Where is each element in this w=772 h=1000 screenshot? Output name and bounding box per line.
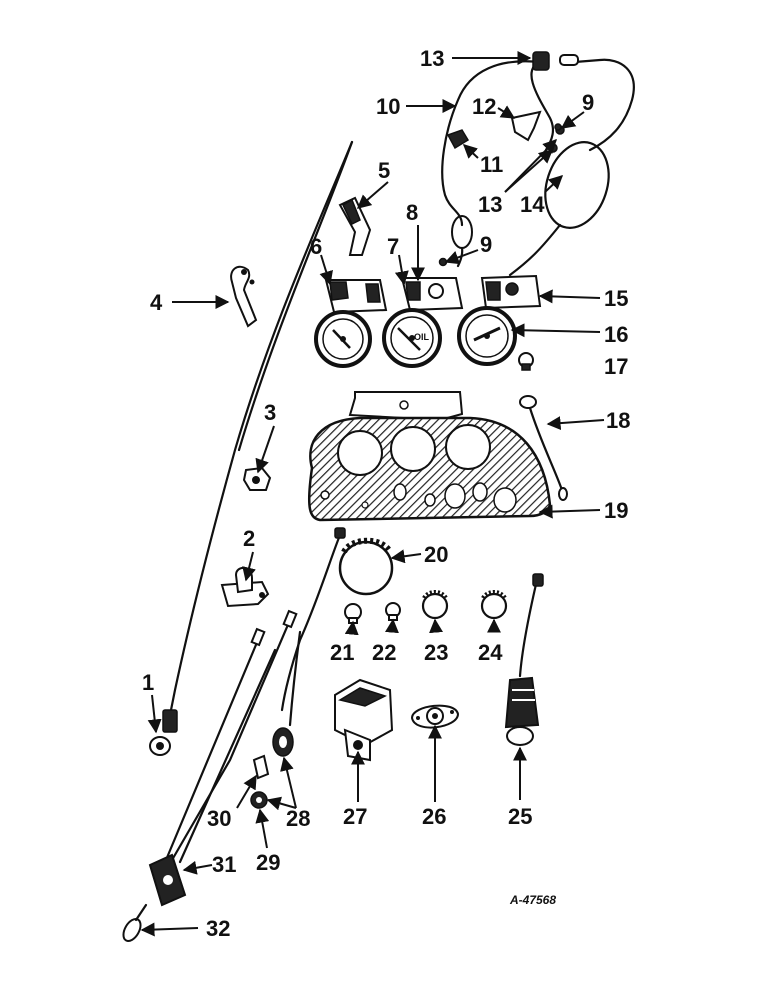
bulb-24	[421, 590, 449, 620]
drawing-reference: A-47568	[509, 893, 556, 907]
part-27	[410, 704, 460, 729]
callout-28: 27	[343, 804, 367, 829]
callout-21: 20	[424, 542, 448, 567]
leader-lines	[140, 51, 605, 937]
part-33	[122, 903, 148, 942]
gauge-temp	[457, 306, 517, 366]
callout-31: 30	[207, 806, 231, 831]
callout-2: 2	[243, 526, 255, 551]
bulb-22	[344, 603, 362, 624]
gauge-oil: OIL	[382, 308, 442, 368]
bracket-6	[324, 279, 388, 314]
callout-8: 8	[406, 200, 418, 225]
callout-20: 19	[604, 498, 628, 523]
callout-labels: 13 10 12 9 11 13 14 5 8 9 6 7 4 15 16 17…	[142, 46, 630, 941]
bracket-5	[338, 196, 372, 256]
terminal-15	[532, 51, 635, 152]
callout-22: 21	[330, 640, 354, 665]
callout-25: 24	[478, 640, 503, 665]
callout-9-lower: 9	[480, 232, 492, 257]
callout-26: 25	[508, 804, 532, 829]
lamp-18	[518, 352, 534, 371]
callout-30: 29	[256, 850, 280, 875]
callout-4: 4	[150, 290, 163, 315]
callout-23: 22	[372, 640, 396, 665]
bracket-16	[480, 274, 542, 310]
switch-26	[504, 573, 544, 746]
callout-24: 23	[424, 640, 448, 665]
callout-16: 15	[604, 286, 628, 311]
callout-9-upper: 9	[582, 90, 594, 115]
callout-6: 6	[310, 234, 322, 259]
choke-cable-1	[149, 140, 354, 756]
callout-15: 13	[420, 46, 444, 71]
callout-10: 10	[376, 94, 400, 119]
callout-12: 12	[472, 94, 496, 119]
switch-28	[334, 678, 394, 762]
bracket-7-8	[400, 257, 464, 312]
part-31	[252, 754, 270, 780]
callout-3: 3	[264, 400, 276, 425]
part-30	[250, 791, 268, 809]
clip-3	[242, 466, 272, 491]
light-socket-21	[280, 527, 394, 712]
part-12	[510, 110, 542, 142]
callout-18: 17	[604, 354, 628, 379]
bulb-23	[385, 602, 401, 621]
callout-19: 18	[606, 408, 630, 433]
callout-29: 28	[286, 806, 310, 831]
callout-13: 13	[478, 192, 502, 217]
callout-11: 11	[480, 152, 503, 177]
callout-32: 31	[212, 852, 236, 877]
bulb-25	[480, 590, 508, 620]
clip-2	[220, 566, 270, 608]
callout-17: 16	[604, 322, 628, 347]
callout-33: 32	[206, 916, 230, 941]
harness-32	[148, 609, 298, 907]
gauge-oil-label: OIL	[414, 332, 430, 342]
part-9-upper	[554, 123, 562, 131]
callout-5: 5	[378, 158, 390, 183]
socket-29	[272, 630, 302, 757]
gauge-amp	[314, 310, 372, 368]
part-11	[446, 129, 470, 150]
wire-19	[519, 395, 568, 501]
clip-4	[230, 265, 258, 328]
instrument-panel-20	[308, 391, 552, 522]
callout-27: 26	[422, 804, 446, 829]
callout-7: 7	[387, 234, 399, 259]
callout-14: 14	[520, 192, 545, 217]
callout-1: 1	[142, 670, 154, 695]
